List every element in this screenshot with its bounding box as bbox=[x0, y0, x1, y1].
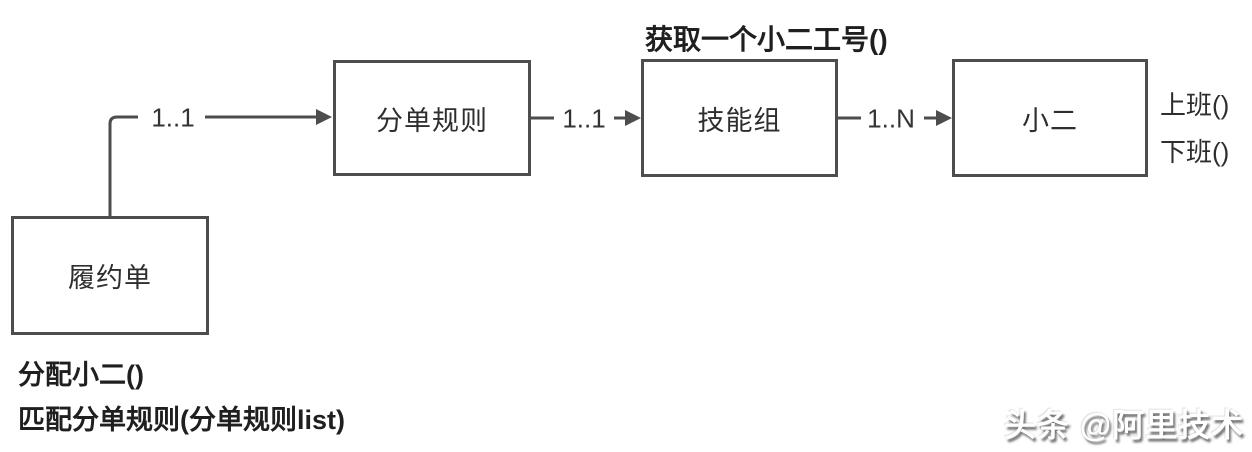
fulfillment-method-assign-staff: 分配小二() bbox=[18, 360, 144, 390]
multiplicity-skill-to-staff: 1..N bbox=[865, 103, 917, 135]
node-staff-label: 小二 bbox=[1022, 105, 1078, 136]
node-staff: 小二 bbox=[952, 59, 1148, 177]
node-skill-group-label: 技能组 bbox=[697, 105, 782, 136]
staff-method-on-duty: 上班() bbox=[1160, 90, 1230, 120]
arrowhead-to-dispatch-rule-icon bbox=[316, 109, 332, 125]
multiplicity-fulfillment-to-rule: 1..1 bbox=[149, 102, 197, 134]
node-skill-group: 技能组 bbox=[641, 59, 838, 177]
skill-group-method-label: 获取一个小二工号() bbox=[645, 24, 888, 55]
node-fulfillment-order-label: 履约单 bbox=[68, 263, 152, 293]
fulfillment-method-match-rule: 匹配分单规则(分单规则list) bbox=[18, 405, 345, 435]
node-dispatch-rule: 分单规则 bbox=[333, 60, 531, 176]
multiplicity-rule-to-skill: 1..1 bbox=[560, 103, 608, 135]
node-fulfillment-order: 履约单 bbox=[11, 216, 209, 335]
staff-method-off-duty: 下班() bbox=[1160, 137, 1230, 167]
node-dispatch-rule-label: 分单规则 bbox=[376, 105, 488, 136]
edge-fulfillment-to-rule-line bbox=[108, 115, 138, 217]
toutiao-watermark: 头条 @阿里技术 bbox=[1004, 407, 1245, 443]
arrowhead-to-skill-group-icon bbox=[625, 110, 641, 126]
arrowhead-to-staff-icon bbox=[936, 110, 952, 126]
